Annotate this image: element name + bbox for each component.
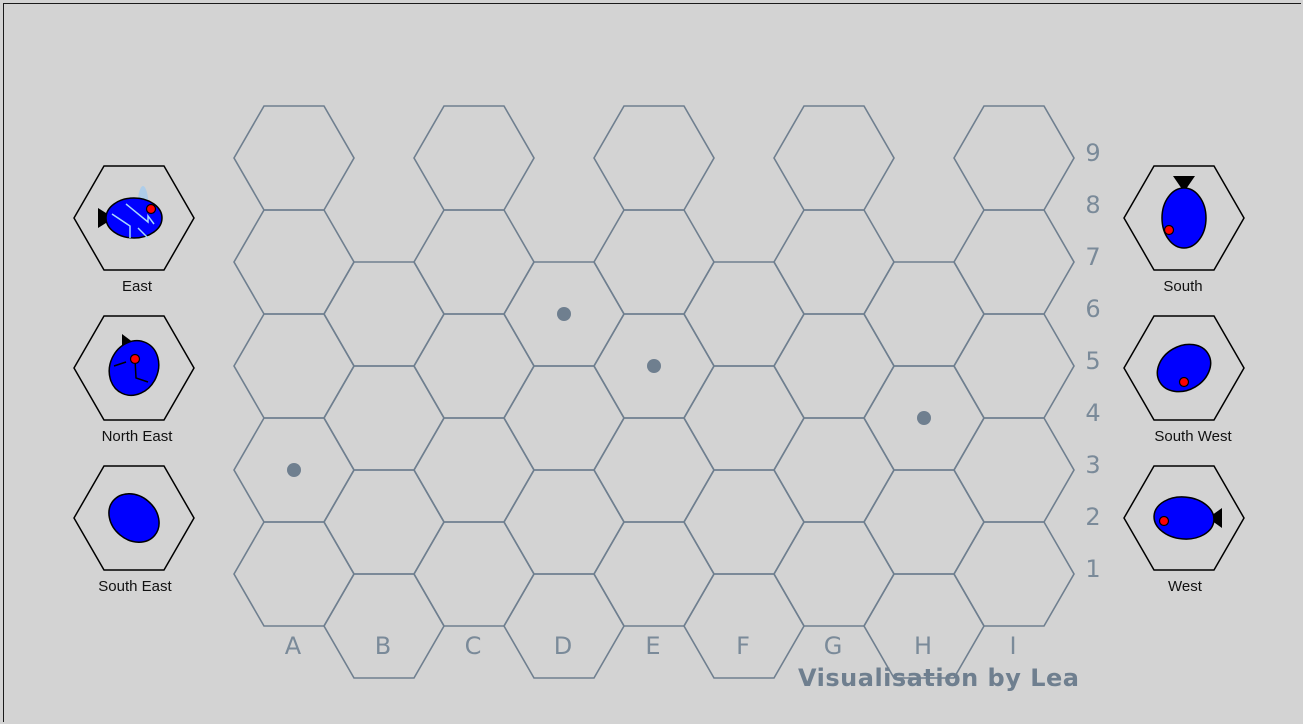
- piece-tile-frame: [73, 315, 195, 421]
- hex-cell-i-2[interactable]: [953, 417, 1075, 523]
- piece-label-south: South: [1163, 278, 1203, 295]
- row-label-5: 5: [1085, 347, 1100, 375]
- piece-tile-frame: [1123, 165, 1245, 271]
- hex-cell-f-2[interactable]: [683, 469, 805, 575]
- hex-grid: [233, 105, 1075, 679]
- hex-cell-e-2[interactable]: [593, 417, 715, 523]
- piece-tile-frame: [73, 465, 195, 571]
- row-label-2: 2: [1085, 503, 1100, 531]
- hex-cell-f-3[interactable]: [683, 365, 805, 471]
- eye-icon: [1158, 515, 1170, 527]
- credit-text: Visualisation by Lea: [798, 664, 1080, 692]
- hex-cell-g-3[interactable]: [773, 313, 895, 419]
- hex-cell-c-3[interactable]: [413, 313, 535, 419]
- piece-label-west: West: [1168, 578, 1202, 595]
- hex-cell-i-3[interactable]: [953, 313, 1075, 419]
- hex-cell-h-2[interactable]: [863, 469, 985, 575]
- row-label-7: 7: [1085, 243, 1100, 271]
- hex-cell-g-5[interactable]: [773, 105, 895, 211]
- piece-tile-south-west: [1123, 315, 1245, 421]
- blue-fish-icon: [108, 334, 160, 397]
- blue-fish-icon: [1153, 496, 1222, 540]
- blue-fish-icon: [1161, 176, 1207, 249]
- hex-cell-g-1[interactable]: [773, 521, 895, 627]
- hex-cell-d-2[interactable]: [503, 469, 625, 575]
- piece-tile-frame: [73, 165, 195, 271]
- piece-tile-south-east: [73, 465, 195, 571]
- game-frame: [3, 3, 1301, 722]
- column-label-b: B: [375, 632, 391, 660]
- piece-tile-north-east: [73, 315, 195, 421]
- hex-cell-i-5[interactable]: [953, 105, 1075, 211]
- board-markers: [287, 307, 931, 477]
- fin-icon: [1208, 508, 1222, 528]
- column-label-e: E: [645, 632, 660, 660]
- hex-cell-i-4[interactable]: [953, 209, 1075, 315]
- hex-cell-h-4[interactable]: [863, 261, 985, 367]
- column-label-d: D: [554, 632, 572, 660]
- hex-cell-d-3[interactable]: [503, 365, 625, 471]
- piece-label-east: East: [121, 278, 152, 295]
- hex-cell-b-1[interactable]: [323, 573, 445, 679]
- eye-icon: [145, 203, 157, 215]
- marker-e5: [647, 359, 661, 373]
- hex-cell-b-2[interactable]: [323, 469, 445, 575]
- hex-cell-a-3[interactable]: [233, 313, 355, 419]
- marker-a3: [287, 463, 301, 477]
- piece-tile-frame: [1123, 465, 1245, 571]
- hex-cell-c-2[interactable]: [413, 417, 535, 523]
- marker-h6: [917, 411, 931, 425]
- row-label-3: 3: [1085, 451, 1100, 479]
- hex-cell-h-1[interactable]: [863, 573, 985, 679]
- row-labels: 1 2 3 4 5 6 7 8 9: [1085, 139, 1100, 583]
- hex-cell-c-1[interactable]: [413, 521, 535, 627]
- piece-tile-frame: [1123, 315, 1245, 421]
- blue-egg-eye-icon: [1156, 343, 1212, 393]
- eye-icon: [129, 353, 141, 365]
- column-labels: A B C D E F G H I: [285, 632, 1017, 660]
- column-label-g: G: [824, 632, 843, 660]
- hex-cell-i-1[interactable]: [953, 521, 1075, 627]
- blue-fish-striped-icon: [98, 186, 163, 239]
- hex-cell-a-1[interactable]: [233, 521, 355, 627]
- hex-cell-e-5[interactable]: [593, 105, 715, 211]
- column-label-f: F: [736, 632, 750, 660]
- row-label-4: 4: [1085, 399, 1100, 427]
- column-label-c: C: [465, 632, 482, 660]
- eye-icon: [1178, 376, 1190, 388]
- row-label-9: 9: [1085, 139, 1100, 167]
- piece-tile-east: [73, 165, 195, 271]
- hex-cell-e-4[interactable]: [593, 209, 715, 315]
- hex-cell-a-5[interactable]: [233, 105, 355, 211]
- eye-icon: [1163, 224, 1175, 236]
- fin-icon: [1173, 176, 1195, 192]
- hex-cell-b-4[interactable]: [323, 261, 445, 367]
- hex-cell-g-2[interactable]: [773, 417, 895, 523]
- hex-cell-e-1[interactable]: [593, 521, 715, 627]
- hex-cell-c-4[interactable]: [413, 209, 535, 315]
- piece-tiles: [73, 165, 1245, 571]
- hex-cell-f-1[interactable]: [683, 573, 805, 679]
- column-label-i: I: [1009, 632, 1016, 660]
- blue-egg-icon: [108, 493, 160, 543]
- piece-tile-south: [1123, 165, 1245, 271]
- marker-d8: [557, 307, 571, 321]
- hex-cell-a-4[interactable]: [233, 209, 355, 315]
- hex-cell-b-3[interactable]: [323, 365, 445, 471]
- hex-cell-c-5[interactable]: [413, 105, 535, 211]
- column-label-a: A: [285, 632, 302, 660]
- piece-label-south-east: South East: [98, 578, 172, 595]
- column-label-h: H: [914, 632, 932, 660]
- hex-cell-d-1[interactable]: [503, 573, 625, 679]
- piece-label-north-east: North East: [101, 428, 173, 445]
- hex-cell-f-4[interactable]: [683, 261, 805, 367]
- row-label-1: 1: [1085, 555, 1100, 583]
- piece-label-south-west: South West: [1154, 428, 1232, 445]
- row-label-6: 6: [1085, 295, 1100, 323]
- piece-tile-west: [1123, 465, 1245, 571]
- row-label-8: 8: [1085, 191, 1100, 219]
- hex-cell-g-4[interactable]: [773, 209, 895, 315]
